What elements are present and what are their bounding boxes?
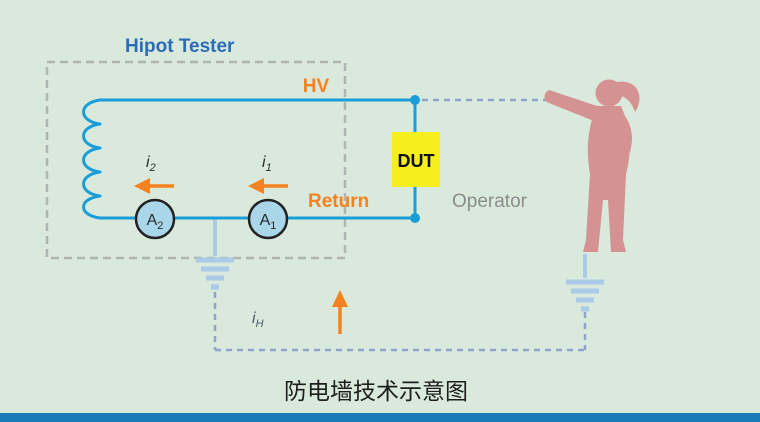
operator-ground-symbol: [566, 279, 604, 312]
ammeters: A2 A1: [134, 198, 289, 240]
ammeter-a1-label: A1: [260, 212, 277, 232]
return-junction-dot: [410, 213, 420, 223]
bottom-bar: [0, 413, 760, 422]
diagram-caption: 防电墙技术示意图: [284, 379, 468, 405]
operator-head: [595, 79, 623, 107]
ammeter-a1: [247, 198, 289, 240]
hv-label: HV: [303, 76, 330, 97]
ih-label: iH: [252, 310, 264, 330]
operator-ground: [566, 254, 604, 312]
i2-label: i2: [146, 154, 156, 174]
ih-arrow-head: [332, 290, 348, 307]
i2-arrow-head: [134, 178, 150, 194]
operator-extended-arm: [544, 90, 603, 123]
return-label: Return: [308, 191, 369, 212]
current-arrows: i2 i1: [134, 154, 288, 194]
i1-label: i1: [262, 154, 272, 174]
operator-label: Operator: [452, 191, 528, 212]
hipot-tester-title: Hipot Tester: [125, 36, 235, 57]
hv-junction-dot: [410, 95, 420, 105]
operator-ponytail: [615, 81, 640, 112]
i1-arrow-head: [248, 178, 264, 194]
operator-figure: [544, 79, 640, 252]
dut-box: [392, 132, 440, 187]
ammeter-a2: [134, 198, 176, 240]
tester-ground: [196, 218, 234, 290]
operator-body: [583, 106, 630, 252]
ground-return-path: [213, 98, 587, 352]
tester-ground-symbol: [196, 257, 234, 290]
ammeter-a2-label: A2: [147, 212, 164, 232]
transformer-coil: [82, 98, 102, 220]
dut-label: DUT: [398, 151, 435, 171]
